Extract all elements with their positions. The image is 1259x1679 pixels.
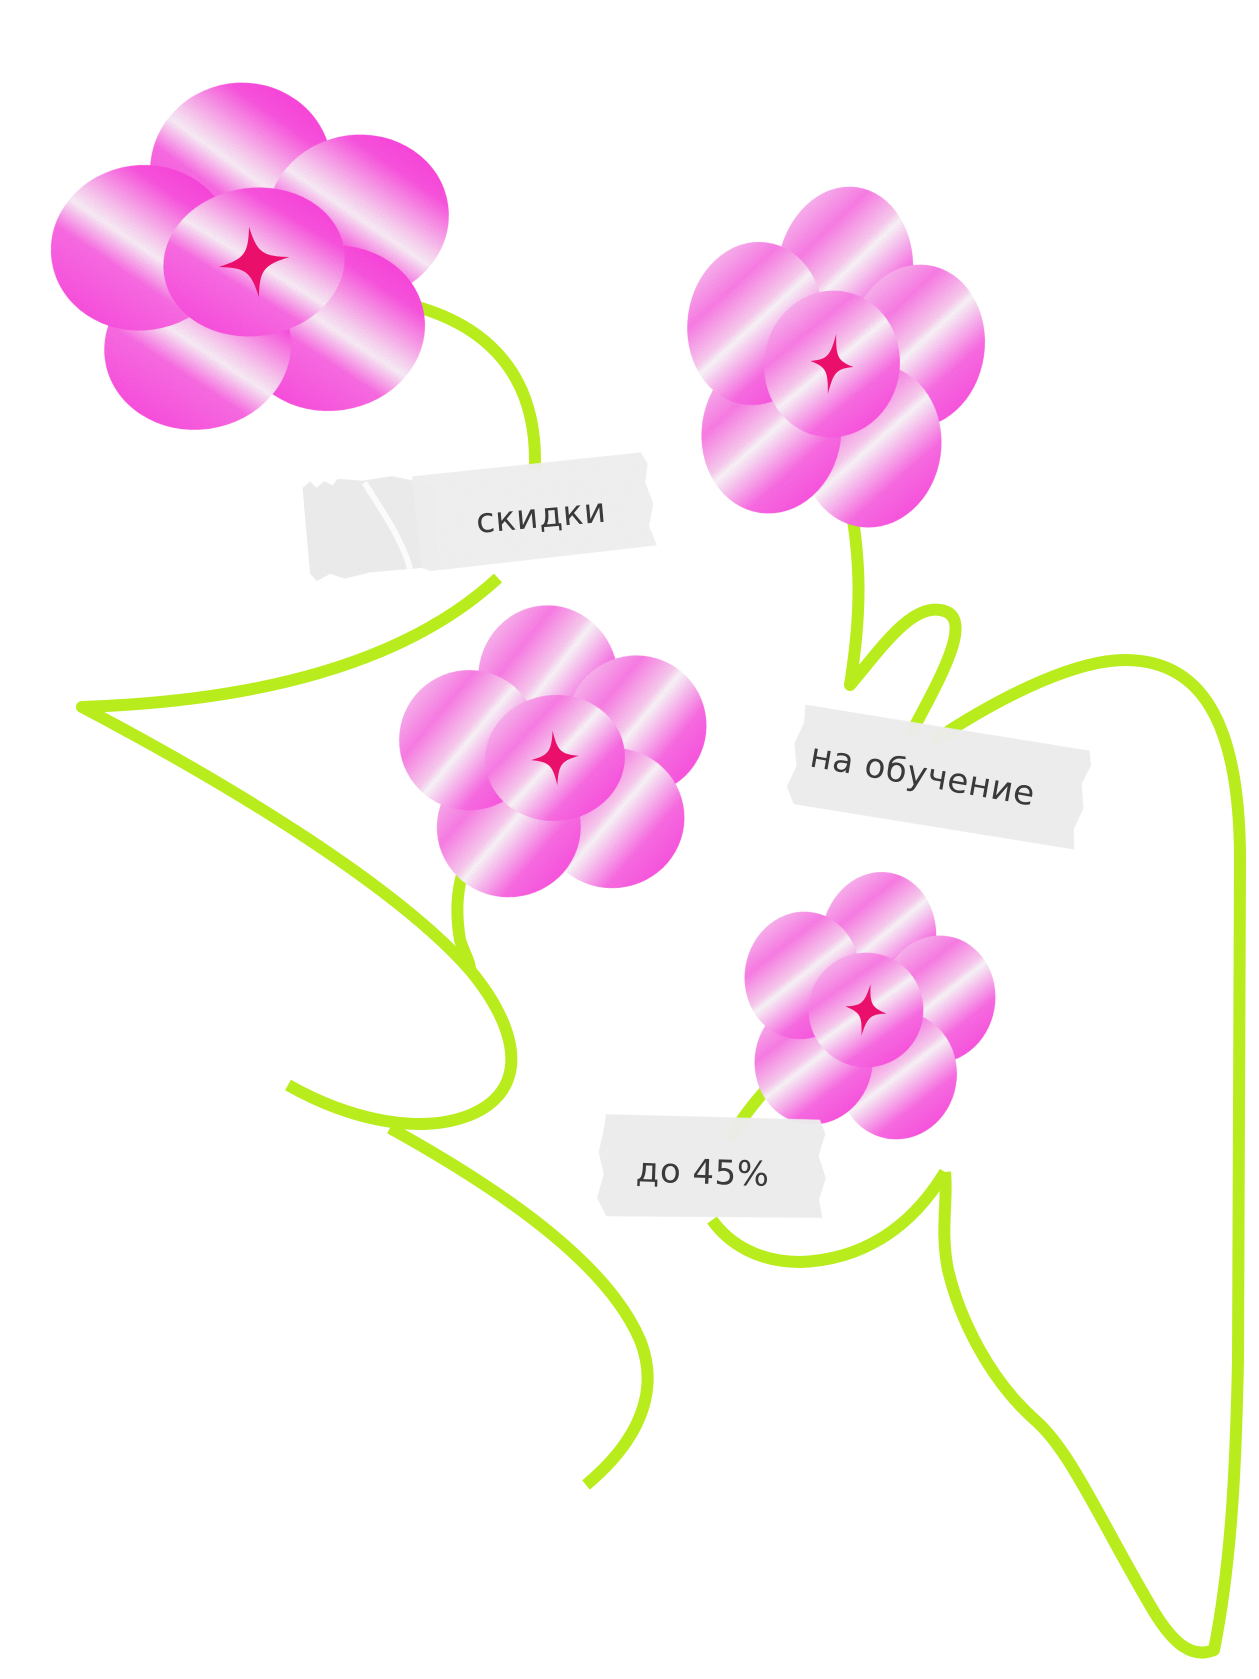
tape-strip (596, 1114, 826, 1218)
flower-bottom-right (720, 850, 1015, 1154)
flower-top-left (30, 55, 475, 448)
tape-discounts: скидки (302, 452, 657, 582)
flower-middle (388, 592, 721, 906)
stem-bottom-u (707, 1168, 951, 1268)
tape-crease (361, 480, 413, 570)
flower-top-right (662, 166, 1005, 541)
stems (76, 292, 1246, 1659)
stem-lower-left (387, 1122, 654, 1490)
stem-swoop-left (76, 573, 518, 1130)
label-percent: до 45% (635, 1150, 770, 1195)
tape-percent: до 45% (596, 1114, 826, 1218)
tape-strip (786, 704, 1092, 850)
stem-top-right (837, 468, 962, 738)
stem-right-loop (928, 654, 1246, 1659)
tape-strip (411, 452, 657, 572)
tape-education: на обучение (786, 704, 1092, 850)
